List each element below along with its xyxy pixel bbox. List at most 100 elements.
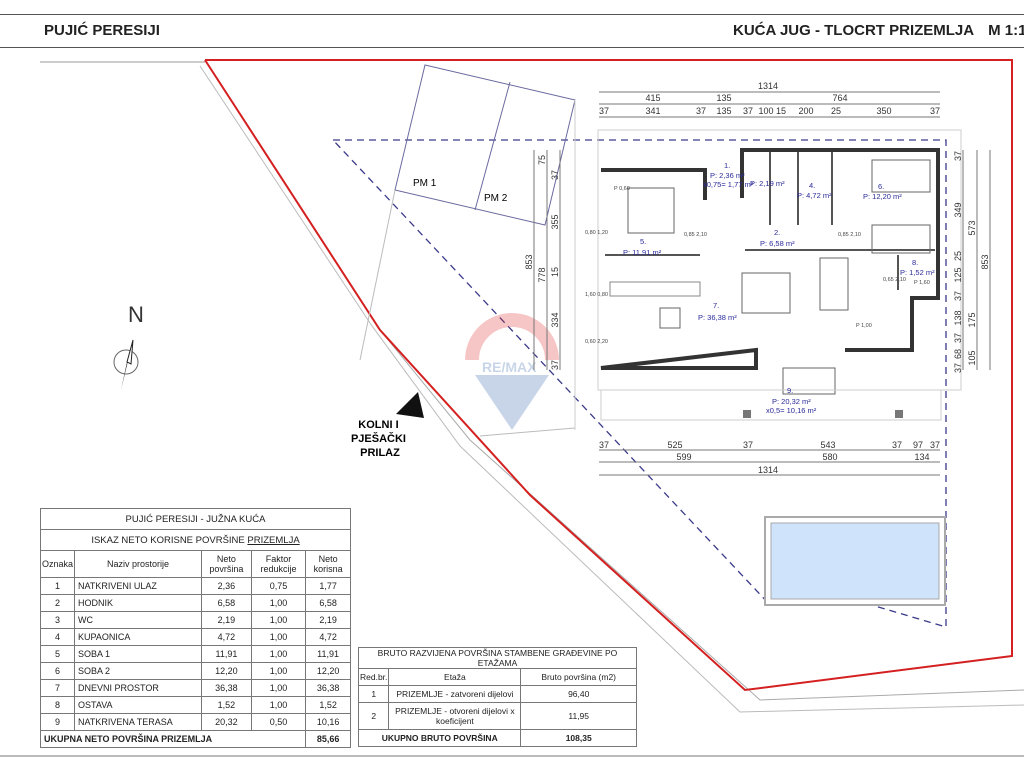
table-cell: 1,77 bbox=[305, 577, 351, 595]
svg-text:0,60 2,20: 0,60 2,20 bbox=[585, 339, 608, 345]
column-header: Red.br. bbox=[357, 668, 390, 686]
table-cell: 1,52 bbox=[305, 696, 351, 714]
svg-text:25: 25 bbox=[831, 106, 841, 116]
svg-text:P: 20,32 m²: P: 20,32 m² bbox=[772, 397, 811, 406]
svg-text:135: 135 bbox=[716, 106, 731, 116]
table-cell: 11,95 bbox=[520, 702, 637, 730]
table-cell: 1,00 bbox=[250, 611, 307, 629]
svg-text:25: 25 bbox=[953, 251, 963, 261]
svg-text:599: 599 bbox=[676, 452, 691, 462]
gross-area-table: BRUTO RAZVIJENA POVRŠINA STAMBENE GRAĐEV… bbox=[357, 647, 637, 747]
dimension-lines bbox=[533, 91, 991, 476]
table-cell: OSTAVA bbox=[74, 696, 203, 714]
parking-label: PM 2 bbox=[484, 193, 508, 204]
table-cell: WC bbox=[74, 611, 203, 629]
table-cell: 11,91 bbox=[201, 645, 252, 663]
column-header: Neto korisna bbox=[305, 550, 351, 578]
table-cell: 2,36 bbox=[201, 577, 252, 595]
house-floorplan bbox=[597, 129, 962, 421]
table-cell: NATKRIVENA TERASA bbox=[74, 713, 203, 731]
svg-text:37: 37 bbox=[953, 291, 963, 301]
svg-text:525: 525 bbox=[667, 440, 682, 450]
svg-text:580: 580 bbox=[822, 452, 837, 462]
svg-text:37: 37 bbox=[599, 440, 609, 450]
table-cell: 7 bbox=[39, 679, 76, 697]
table-cell: 1,52 bbox=[201, 696, 252, 714]
table-cell: 36,38 bbox=[201, 679, 252, 697]
svg-text:37: 37 bbox=[743, 440, 753, 450]
title-bar: PUJIĆ PERESIJI KUĆA JUG - TLOCRT PRIZEML… bbox=[0, 14, 1024, 48]
parking-area bbox=[359, 64, 576, 361]
svg-text:37: 37 bbox=[696, 106, 706, 116]
svg-text:P: 2,19 m²: P: 2,19 m² bbox=[750, 179, 785, 188]
table-cell: 4,72 bbox=[305, 628, 351, 646]
table-cell: DNEVNI PROSTOR bbox=[74, 679, 203, 697]
svg-text:7.: 7. bbox=[713, 301, 719, 310]
table-cell: 1,00 bbox=[250, 662, 307, 680]
svg-text:P: 36,38 m²: P: 36,38 m² bbox=[698, 313, 737, 322]
svg-text:0,65 2,10: 0,65 2,10 bbox=[883, 277, 906, 283]
column-header: Faktor redukcije bbox=[250, 550, 307, 578]
svg-text:853: 853 bbox=[524, 254, 534, 269]
project-title: PUJIĆ PERESIJI bbox=[44, 22, 160, 39]
table-cell: 36,38 bbox=[305, 679, 351, 697]
svg-text:37: 37 bbox=[930, 440, 940, 450]
table-cell: SOBA 2 bbox=[74, 662, 203, 680]
total-label: UKUPNA NETO POVRŠINA PRIZEMLJA bbox=[39, 730, 307, 748]
table-title: PUJIĆ PERESIJI - JUŽNA KUĆA bbox=[40, 508, 351, 530]
svg-text:138: 138 bbox=[953, 310, 963, 325]
parking-label: PM 1 bbox=[413, 178, 437, 189]
svg-text:P: 11,91 m²: P: 11,91 m² bbox=[623, 248, 662, 257]
svg-text:15: 15 bbox=[776, 106, 786, 116]
svg-text:0,80 1,20: 0,80 1,20 bbox=[585, 230, 608, 236]
svg-text:415: 415 bbox=[645, 93, 660, 103]
table-cell: 2 bbox=[39, 594, 76, 612]
table-cell: 1,00 bbox=[250, 696, 307, 714]
svg-text:5.: 5. bbox=[640, 237, 646, 246]
svg-text:1,60 0,80: 1,60 0,80 bbox=[585, 292, 608, 298]
svg-text:37: 37 bbox=[599, 106, 609, 116]
svg-text:P 0,60: P 0,60 bbox=[614, 186, 630, 192]
pool bbox=[770, 522, 940, 600]
svg-text:37: 37 bbox=[953, 363, 963, 373]
column-header: Oznaka bbox=[39, 550, 76, 578]
svg-text:125: 125 bbox=[953, 267, 963, 282]
svg-text:1314: 1314 bbox=[758, 465, 778, 475]
svg-text:349: 349 bbox=[953, 202, 963, 217]
svg-text:6.: 6. bbox=[878, 182, 884, 191]
svg-text:0,85 2,10: 0,85 2,10 bbox=[684, 232, 707, 238]
svg-text:P 1,00: P 1,00 bbox=[856, 323, 872, 329]
north-label: N bbox=[128, 302, 144, 327]
total-value: 108,35 bbox=[520, 729, 637, 747]
table-cell: 10,16 bbox=[305, 713, 351, 731]
svg-text:37: 37 bbox=[550, 170, 560, 180]
drawing-name: KUĆA JUG - TLOCRT PRIZEMLJA bbox=[733, 22, 975, 39]
svg-text:68: 68 bbox=[953, 349, 963, 359]
column-header: Etaža bbox=[388, 668, 522, 686]
total-value: 85,66 bbox=[305, 730, 351, 748]
svg-text:355: 355 bbox=[550, 214, 560, 229]
room-labels: 1. P: 2,36 m² x0,75= 1,77 m² 2. P: 6,58 … bbox=[623, 161, 935, 415]
table-cell: 2,19 bbox=[305, 611, 351, 629]
svg-text:350: 350 bbox=[876, 106, 891, 116]
column-header: Naziv prostorije bbox=[74, 550, 203, 578]
table-cell: 4 bbox=[39, 628, 76, 646]
svg-text:P: 4,72 m²: P: 4,72 m² bbox=[797, 191, 832, 200]
svg-text:P: 1,52 m²: P: 1,52 m² bbox=[900, 268, 935, 277]
svg-text:15: 15 bbox=[550, 267, 560, 277]
column-header: Bruto površina (m2) bbox=[520, 668, 637, 686]
svg-text:37: 37 bbox=[930, 106, 940, 116]
table-title: BRUTO RAZVIJENA POVRŠINA STAMBENE GRAĐEV… bbox=[358, 647, 637, 669]
table-cell: NATKRIVENI ULAZ bbox=[74, 577, 203, 595]
svg-text:RE/MAX: RE/MAX bbox=[482, 359, 537, 375]
property-line bbox=[204, 59, 1013, 692]
table-cell: KUPAONICA bbox=[74, 628, 203, 646]
table-cell: SOBA 1 bbox=[74, 645, 203, 663]
svg-text:P: 6,58 m²: P: 6,58 m² bbox=[760, 239, 795, 248]
